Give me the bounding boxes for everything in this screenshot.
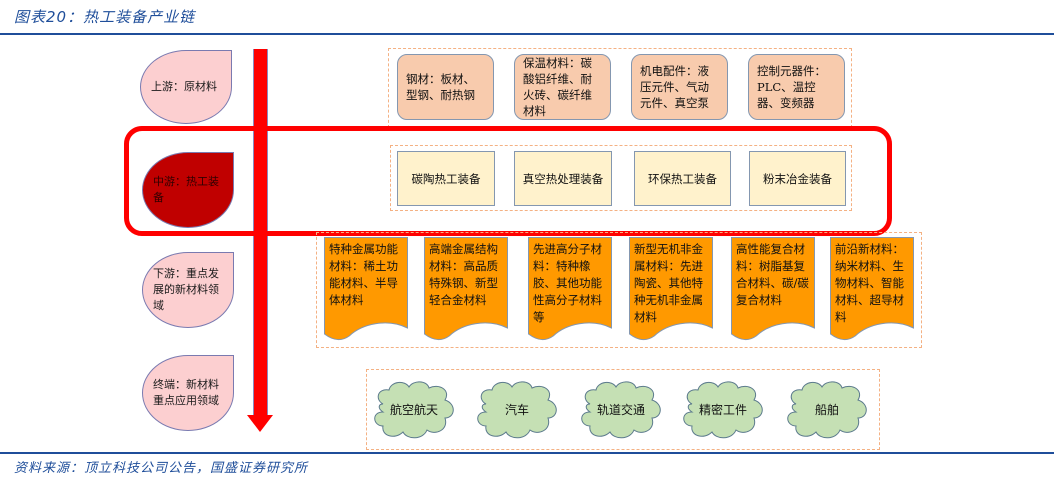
document-shape	[324, 237, 408, 341]
upstream-item-text: 控制元器件：PLC、温控器、变频器	[757, 64, 826, 110]
source-note: 资料来源：顶立科技公司公告，国盛证券研究所	[14, 461, 309, 476]
stage-midstream: 中游：热工装备	[142, 152, 234, 228]
cloud-shape	[477, 381, 557, 439]
document-shape	[424, 237, 508, 341]
cloud-shape	[374, 381, 454, 439]
upstream-item: 钢材：板材、型钢、耐热钢	[397, 54, 494, 120]
downstream-item-text: 新型无机非金属材料：先进陶瓷、其他特种无机非金属材料	[634, 242, 703, 324]
stage-upstream-label: 上游：原材料	[151, 80, 217, 93]
stage-terminal-label: 终端：新材料重点应用领域	[153, 378, 219, 407]
terminal-group	[366, 369, 880, 450]
midstream-item: 环保热工装备	[634, 151, 731, 206]
downstream-item: 先进高分子材料：特种橡胶、其他功能性高分子材料等	[528, 237, 612, 342]
upstream-item-text: 机电配件：液压元件、气动元件、真空泵	[640, 64, 709, 110]
stage-downstream: 下游：重点发展的新材料领域	[142, 252, 234, 328]
footer-rule	[0, 452, 1054, 454]
downstream-item-text: 先进高分子材料：特种橡胶、其他功能性高分子材料等	[533, 242, 602, 324]
cloud-shape	[683, 381, 763, 439]
downstream-item: 新型无机非金属材料：先进陶瓷、其他特种无机非金属材料	[629, 237, 713, 342]
midstream-item-text: 粉末冶金装备	[763, 171, 832, 186]
downstream-item-text: 特种金属功能材料：稀土功能材料、半导体材料	[329, 242, 398, 307]
terminal-item: 轨道交通	[578, 378, 664, 440]
upstream-item-text: 保温材料：碳酸铝纤维、耐火砖、碳纤维材料	[523, 56, 592, 118]
terminal-item: 汽车	[474, 378, 560, 440]
midstream-item: 真空热处理装备	[514, 151, 612, 206]
stage-downstream-label: 下游：重点发展的新材料领域	[153, 267, 219, 312]
downstream-item-text: 高端金属结构材料：高品质特殊钢、新型轻合金材料	[429, 242, 498, 307]
terminal-item: 精密工件	[680, 378, 766, 440]
figure-title: 图表20：热工装备产业链	[14, 8, 196, 26]
downstream-group	[316, 232, 922, 348]
upstream-item-text: 钢材：板材、型钢、耐热钢	[406, 72, 475, 102]
downstream-item-text: 高性能复合材料：树脂基复合材料、碳/碳复合材料	[736, 242, 809, 307]
terminal-item-text: 船舶	[814, 402, 839, 417]
cloud-shape	[787, 381, 867, 439]
midstream-item-text: 真空热处理装备	[522, 171, 604, 186]
downstream-item-text: 前沿新材料：纳米材料、生物材料、智能材料、超导材料	[835, 242, 904, 324]
terminal-item: 船舶	[784, 378, 870, 440]
terminal-item: 航空航天	[371, 378, 457, 440]
upstream-item: 保温材料：碳酸铝纤维、耐火砖、碳纤维材料	[514, 54, 611, 120]
terminal-item-text: 汽车	[504, 402, 529, 417]
header-rule	[0, 33, 1054, 35]
midstream-highlight-frame	[124, 126, 892, 236]
midstream-item-text: 碳陶热工装备	[411, 171, 481, 186]
document-shape	[830, 237, 914, 341]
document-shape	[731, 237, 815, 341]
terminal-item-text: 精密工件	[698, 402, 747, 417]
terminal-item-text: 轨道交通	[596, 402, 645, 417]
downstream-item: 前沿新材料：纳米材料、生物材料、智能材料、超导材料	[830, 237, 914, 342]
midstream-item: 碳陶热工装备	[397, 151, 495, 206]
downstream-item: 高性能复合材料：树脂基复合材料、碳/碳复合材料	[731, 237, 815, 342]
upstream-item: 控制元器件：PLC、温控器、变频器	[748, 54, 845, 120]
upstream-item: 机电配件：液压元件、气动元件、真空泵	[631, 54, 728, 120]
stage-terminal: 终端：新材料重点应用领域	[142, 355, 234, 431]
midstream-group	[390, 145, 852, 211]
cloud-shape	[581, 381, 661, 439]
midstream-item-text: 环保热工装备	[648, 171, 717, 186]
downstream-item: 高端金属结构材料：高品质特殊钢、新型轻合金材料	[424, 237, 508, 342]
document-shape	[528, 237, 612, 341]
document-shape	[629, 237, 713, 341]
downstream-item: 特种金属功能材料：稀土功能材料、半导体材料	[324, 237, 408, 342]
midstream-item: 粉末冶金装备	[749, 151, 846, 206]
flow-arrow-down-icon	[247, 415, 273, 432]
stage-midstream-label: 中游：热工装备	[153, 175, 219, 204]
terminal-item-text: 航空航天	[389, 402, 438, 417]
stage-upstream: 上游：原材料	[140, 50, 232, 124]
